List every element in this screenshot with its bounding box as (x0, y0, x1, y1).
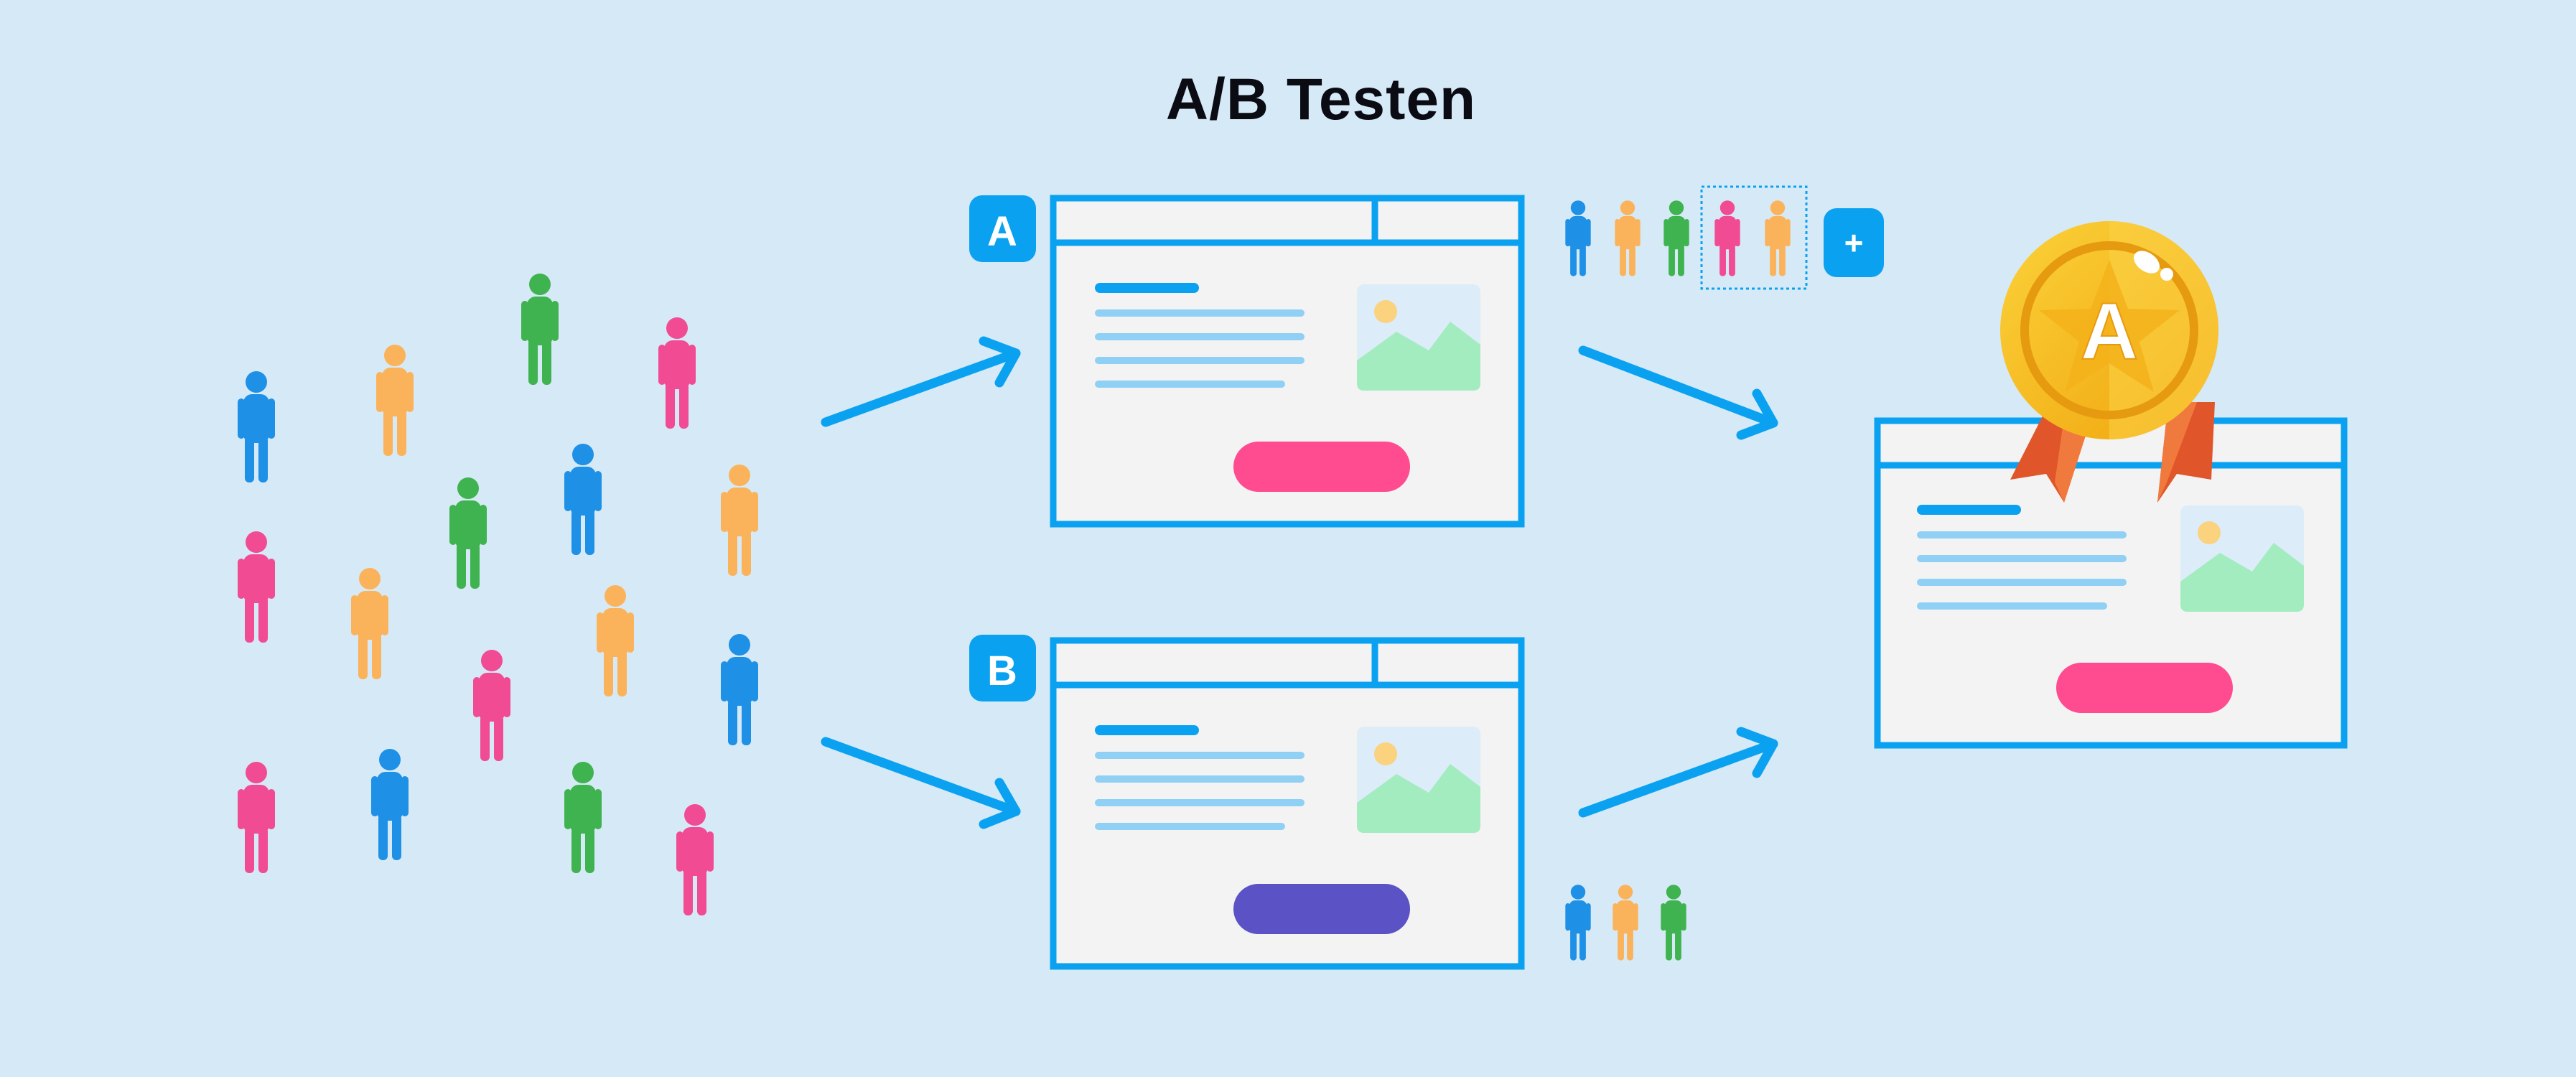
person-icon-green (521, 274, 559, 385)
variant-a-label: A (987, 208, 1017, 255)
crowd (238, 274, 758, 915)
person-icon-pink (238, 762, 275, 873)
plus-badge: + (1824, 208, 1884, 277)
text-line (1095, 775, 1305, 783)
headline-line (1095, 283, 1199, 293)
person-icon-blue (1565, 200, 1591, 276)
person-icon-green (1663, 200, 1689, 276)
conversions-variant-b (1565, 885, 1686, 961)
text-line (1095, 799, 1305, 806)
arrow-to-variant-a (821, 336, 1021, 427)
variant-b-window (1050, 637, 1525, 970)
person-icon-pink (658, 317, 696, 429)
variant-b-cta-button (1233, 884, 1410, 934)
variant-b-badge: B (969, 635, 1036, 701)
text-line (1095, 333, 1305, 340)
text-line (1917, 531, 2127, 538)
person-icon-green (1661, 885, 1686, 961)
person-icon-orange (351, 568, 388, 679)
person-icon-blue (721, 634, 758, 745)
person-icon-orange (1613, 885, 1638, 961)
image-placeholder-icon (1357, 727, 1480, 833)
person-icon-blue (238, 371, 275, 482)
text-line (1095, 309, 1305, 317)
person-icon-pink (1714, 200, 1740, 276)
medal-letter: A (2081, 286, 2139, 376)
conversions-variant-a: + (1565, 185, 1884, 290)
plus-label: + (1844, 224, 1864, 261)
medal-icon: A (2000, 221, 2218, 503)
person-icon-orange (721, 465, 758, 576)
arrow-a-to-result (1578, 345, 1778, 440)
page-title: A/B Testen (1165, 67, 1477, 132)
person-icon-pink (238, 531, 275, 643)
variant-a-cta-button (1233, 442, 1410, 492)
person-icon-pink (473, 650, 510, 761)
winner-window (1874, 417, 2348, 749)
person-icon-orange (1765, 200, 1791, 276)
person-icon-blue (564, 444, 602, 555)
headline-line (1095, 725, 1199, 735)
variant-b-label: B (987, 648, 1017, 694)
variant-a-badge: A (969, 195, 1036, 262)
winner-cta-button (2056, 663, 2233, 713)
headline-line (1917, 505, 2021, 515)
person-icon-orange (1615, 200, 1641, 276)
image-placeholder-icon (2180, 505, 2304, 612)
text-line (1917, 555, 2127, 562)
flow-arrows (821, 336, 1778, 829)
text-line (1095, 823, 1285, 830)
person-icon-orange (376, 345, 414, 456)
text-line (1095, 752, 1305, 759)
image-placeholder-icon (1357, 284, 1480, 391)
person-icon-blue (371, 749, 409, 860)
text-line (1917, 602, 2107, 610)
text-line (1917, 579, 2127, 586)
arrow-to-variant-b (821, 737, 1021, 829)
text-line (1095, 381, 1285, 388)
person-icon-blue (1565, 885, 1591, 961)
arrow-b-to-result (1578, 727, 1778, 818)
text-line (1095, 357, 1305, 364)
person-icon-pink (676, 804, 714, 915)
person-icon-orange (597, 585, 634, 696)
person-icon-green (564, 762, 602, 873)
highlight-box (1700, 185, 1808, 290)
person-icon-green (449, 477, 487, 589)
variant-a-window (1050, 195, 1525, 528)
